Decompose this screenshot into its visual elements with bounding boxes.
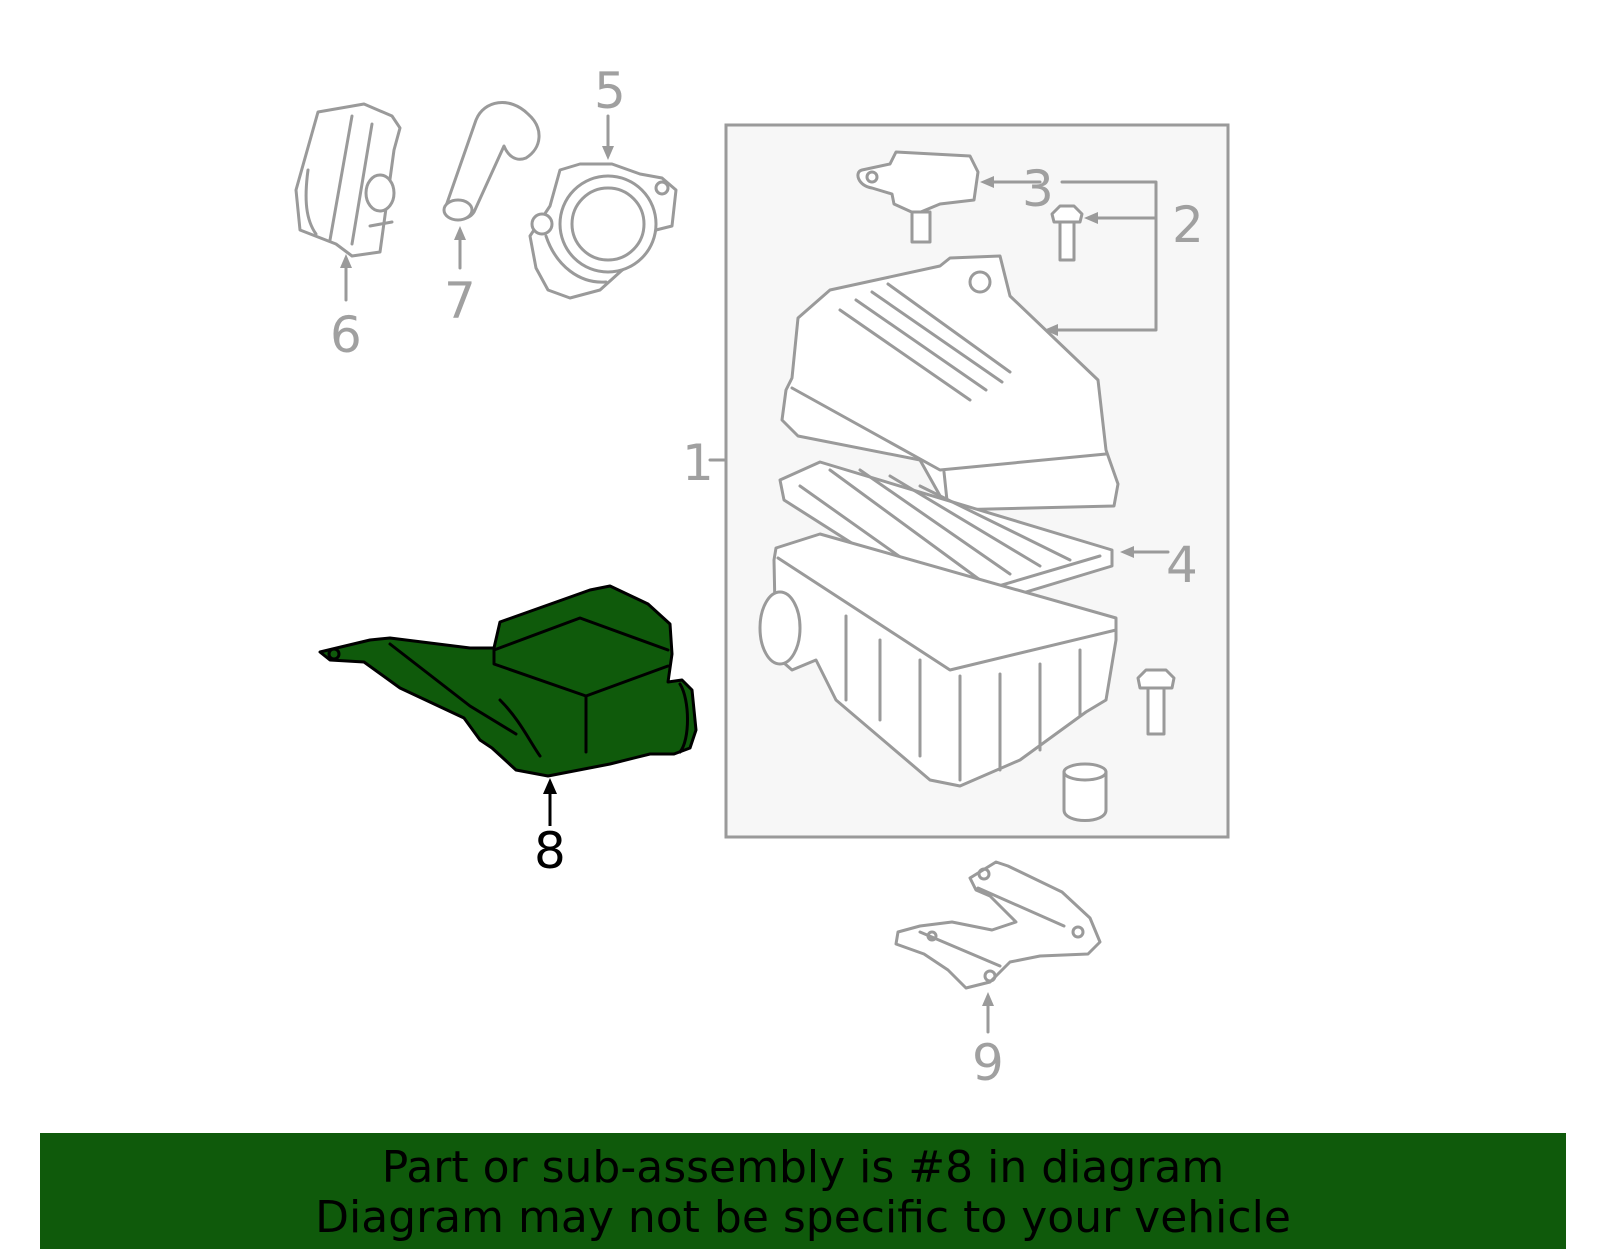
bolt-drawing bbox=[1136, 668, 1176, 736]
part-3-drawing[interactable] bbox=[856, 150, 980, 244]
part-2-drawing[interactable] bbox=[1050, 204, 1084, 262]
part-9-drawing[interactable] bbox=[894, 860, 1102, 990]
callout-7: 7 bbox=[444, 272, 476, 330]
callout-5: 5 bbox=[594, 62, 626, 120]
callout-1: 1 bbox=[682, 434, 714, 492]
part-7-drawing[interactable] bbox=[442, 101, 541, 222]
air-cleaner-case-drawing bbox=[758, 532, 1118, 788]
callout-3: 3 bbox=[1022, 160, 1054, 218]
callout-6: 6 bbox=[330, 306, 362, 364]
callout-4: 4 bbox=[1166, 536, 1198, 594]
banner-line-2: Diagram may not be specific to your vehi… bbox=[315, 1192, 1291, 1243]
part-8-drawing[interactable] bbox=[318, 584, 698, 778]
callout-2: 2 bbox=[1172, 196, 1204, 254]
info-banner: Part or sub-assembly is #8 in diagram Di… bbox=[40, 1133, 1566, 1249]
banner-line-1: Part or sub-assembly is #8 in diagram bbox=[381, 1142, 1225, 1193]
part-4-drawing[interactable] bbox=[778, 460, 1114, 614]
callout-8: 8 bbox=[534, 822, 566, 880]
part-5-drawing[interactable] bbox=[528, 162, 678, 300]
part-6-drawing[interactable] bbox=[294, 102, 402, 258]
grommet-drawing bbox=[1062, 762, 1108, 822]
callout-9: 9 bbox=[972, 1034, 1004, 1092]
